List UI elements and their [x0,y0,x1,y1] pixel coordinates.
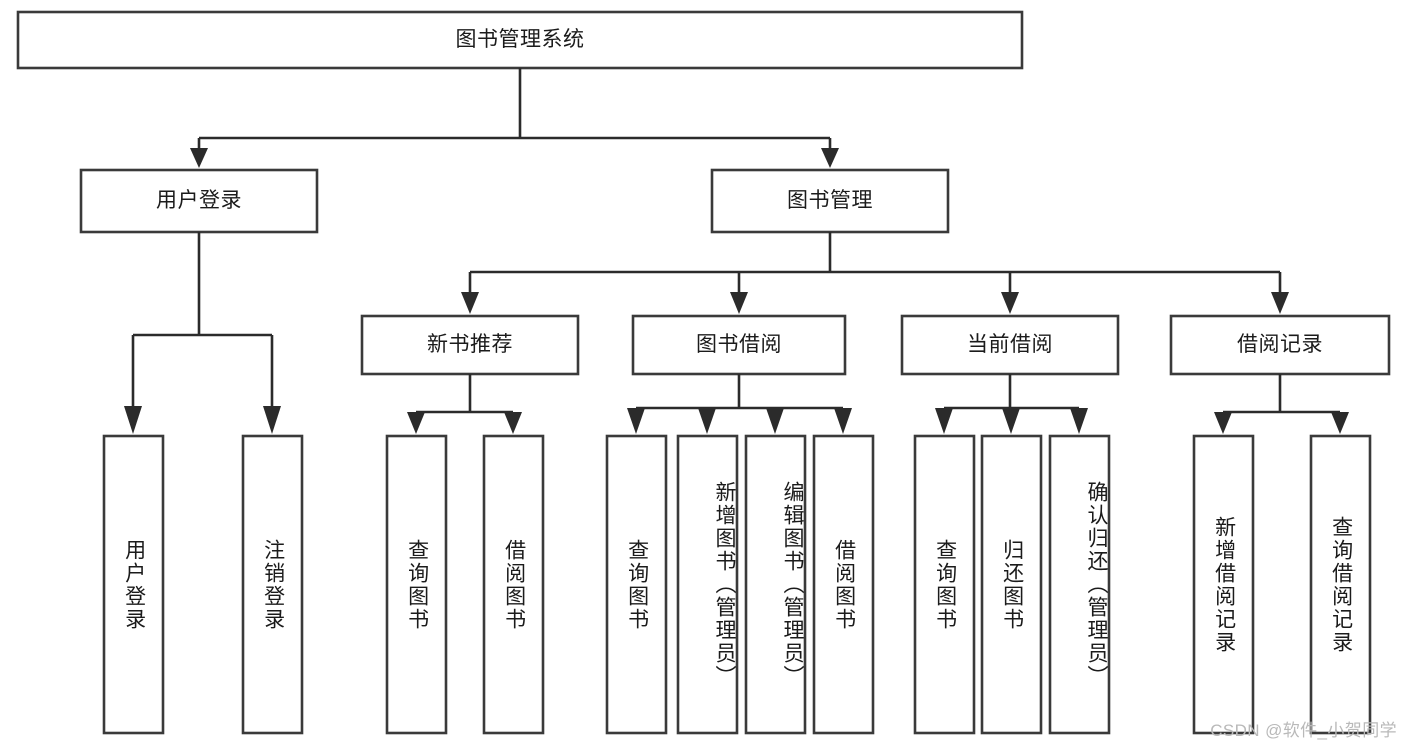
arrowhead-leaf-recommend-2 [504,412,522,434]
arrowhead-leaf-user-login-2 [263,406,281,434]
arrowhead-leaf-current-3 [1070,408,1088,434]
node-box-leaf-borrow-1[interactable] [605,434,668,735]
watermark: CSDN @软件_小贺同学 [1210,721,1397,740]
arrowhead-leaf-record-2 [1331,412,1349,434]
arrowhead-leaf-current-1 [935,408,953,434]
arrowhead-leaf-user-login-1 [124,406,142,434]
arrowhead-current-borrow [1001,292,1019,314]
node-box-leaf-borrow-3[interactable] [744,434,807,735]
node-box-leaf-record-1[interactable] [1192,434,1255,735]
node-box-leaf-borrow-4[interactable] [812,434,875,735]
arrowhead-leaf-borrow-1 [627,408,645,434]
node-box-leaf-recommend-2[interactable] [482,434,545,735]
arrowhead-leaf-borrow-2 [698,408,716,434]
arrowhead-new-book-recommend [461,292,479,314]
arrowhead-leaf-record-1 [1214,412,1232,434]
node-box-book-management[interactable] [710,168,950,234]
arrowhead-leaf-borrow-4 [834,408,852,434]
node-box-leaf-record-2[interactable] [1309,434,1372,735]
node-box-leaf-recommend-1[interactable] [385,434,448,735]
arrowhead-leaf-current-2 [1002,408,1020,434]
arrowhead-book-management [821,148,839,168]
node-box-root[interactable] [16,10,1024,70]
node-box-leaf-current-2[interactable] [980,434,1043,735]
node-box-current-borrow[interactable] [900,314,1120,376]
node-box-user-login[interactable] [79,168,319,234]
arrowhead-borrow-record [1271,292,1289,314]
node-box-borrow-record[interactable] [1169,314,1391,376]
arrowhead-book-borrow [730,292,748,314]
node-box-leaf-current-1[interactable] [913,434,976,735]
arrowhead-leaf-borrow-3 [766,408,784,434]
node-box-leaf-current-3[interactable] [1048,434,1111,735]
arrowhead-leaf-recommend-1 [407,412,425,434]
node-box-new-book-recommend[interactable] [360,314,580,376]
arrowhead-user-login [190,148,208,168]
node-box-leaf-user-login-1[interactable] [102,434,165,735]
node-box-leaf-borrow-2[interactable] [676,434,739,735]
node-box-leaf-user-login-2[interactable] [241,434,304,735]
node-box-book-borrow[interactable] [631,314,847,376]
